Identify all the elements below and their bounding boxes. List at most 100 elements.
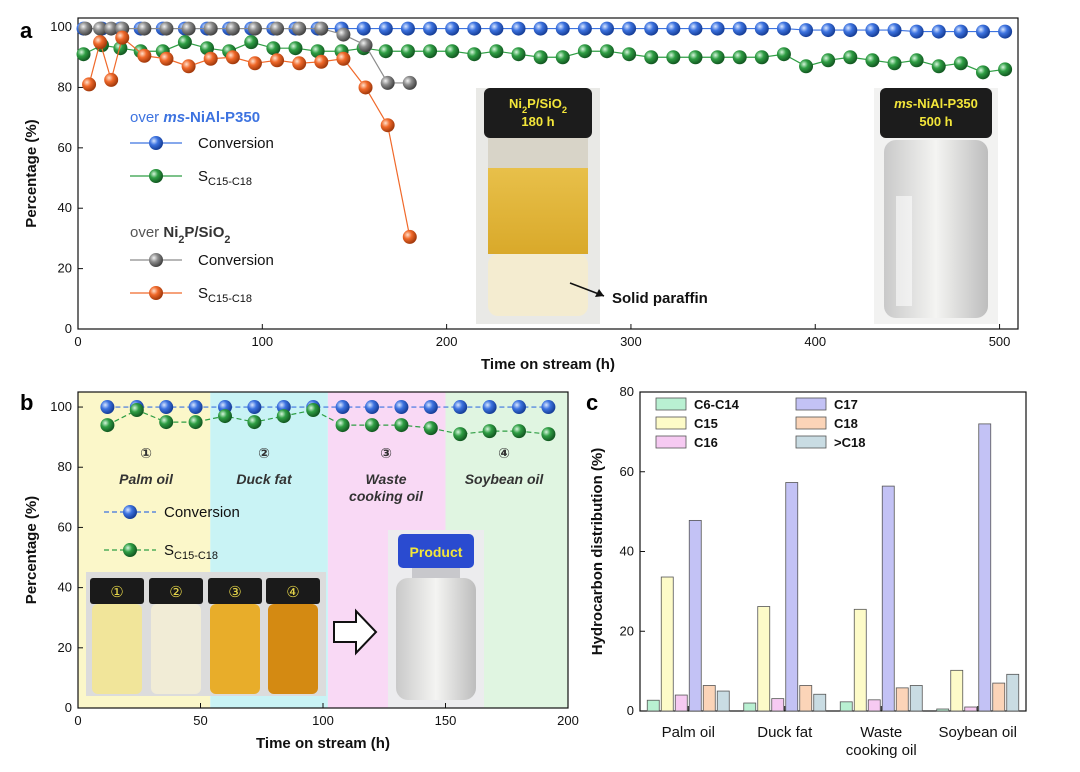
vial-photo-nial: ms-NiAl-P350 500 h [874, 88, 998, 324]
data-point [93, 35, 108, 50]
y-tick-label: 0 [65, 700, 72, 715]
vial-3: ③ [208, 578, 262, 694]
legend-b: Conversion SC15-C18 [104, 504, 240, 562]
data-point [181, 59, 196, 74]
arrowhead [595, 289, 604, 297]
legend-swatch [795, 397, 827, 411]
data-point [306, 403, 321, 418]
y-tick-label: 100 [50, 19, 72, 34]
data-point [467, 21, 482, 36]
y-tick-label: 20 [58, 640, 72, 655]
data-point [666, 21, 681, 36]
data-point [776, 47, 791, 62]
x-tick-label: 50 [193, 713, 207, 728]
legend-selectivity-1: SC15-C18 [198, 168, 252, 188]
data-point [541, 400, 556, 415]
data-point [402, 229, 417, 244]
data-point [533, 21, 548, 36]
legend-selectivity-2: SC15-C18 [198, 285, 252, 305]
legend-group2: over Ni2P/SiO2 [130, 224, 230, 246]
photo2-time: 500 h [919, 114, 952, 129]
y-tick-label: 60 [58, 519, 72, 534]
data-point [115, 30, 130, 45]
data-point [887, 56, 902, 71]
data-point [159, 51, 174, 66]
solid-paraffin-label: Solid paraffin [612, 290, 708, 307]
bar [674, 694, 688, 712]
data-point [511, 21, 526, 36]
product-bottle-photo: Product [388, 530, 484, 708]
data-point [394, 418, 409, 433]
x-tick-label: 150 [435, 713, 457, 728]
y-axis-label: Hydrocarbon distribution (%) [589, 448, 606, 656]
data-point [82, 77, 97, 92]
legend-label: C16 [694, 435, 718, 450]
region-2-name: Duck fat [236, 471, 293, 487]
y-tick-label: 40 [620, 544, 634, 559]
data-point [754, 50, 769, 65]
data-point [511, 47, 526, 62]
data-point [688, 50, 703, 65]
data-point [998, 62, 1013, 77]
y-tick-label: 20 [58, 261, 72, 276]
data-point [953, 56, 968, 71]
x-tick-label: 0 [74, 334, 81, 349]
legend-swatch [655, 397, 687, 411]
vial-1-number: ① [110, 584, 123, 601]
region-2-number: ② [258, 445, 270, 461]
bar [702, 685, 716, 712]
panel-label-c: c [586, 390, 598, 415]
data-point [445, 21, 460, 36]
legend-group1: over ms-NiAl-P350 [130, 109, 260, 126]
data-point [512, 424, 526, 439]
data-point [710, 50, 725, 65]
data-point [644, 50, 659, 65]
data-point [666, 50, 681, 65]
region-1-number: ① [140, 445, 152, 461]
data-point [247, 400, 262, 415]
data-point [247, 415, 262, 430]
bar [716, 690, 730, 712]
photo1-catalyst: Ni2P/SiO2 [509, 96, 567, 115]
legend-swatch [655, 435, 687, 449]
panel-label-a: a [20, 18, 33, 43]
data-point [467, 47, 482, 62]
data-point [400, 44, 415, 59]
bar [895, 687, 909, 712]
data-point [533, 50, 548, 65]
data-point [909, 24, 924, 39]
panel-a: a Ni2P/SiO2 180 h ms-NiAl-P350 500 h Sol… [20, 17, 1019, 373]
y-tick-label: 60 [58, 140, 72, 155]
category-label: Duck fat [757, 724, 813, 741]
bar [813, 693, 827, 712]
bar [839, 701, 853, 712]
oil-vials-photo: ① ② ③ ④ [86, 572, 326, 696]
vial-2-number: ② [169, 584, 182, 601]
legend-label: C15 [694, 416, 718, 431]
data-point [799, 59, 814, 74]
data-point [512, 400, 526, 415]
data-point [423, 400, 438, 415]
data-point [177, 35, 192, 50]
bar [992, 682, 1006, 712]
data-point [710, 21, 725, 36]
legend-selectivity-b: SC15-C18 [164, 542, 218, 562]
legend-swatch [795, 435, 827, 449]
product-label: Product [410, 544, 463, 560]
data-point [541, 427, 556, 442]
data-point [489, 44, 504, 59]
data-point [247, 56, 262, 71]
y-tick-label: 80 [58, 79, 72, 94]
legend-swatch [655, 416, 687, 430]
data-point [577, 21, 592, 36]
x-axis-label: Time on stream (h) [256, 735, 390, 752]
data-point [292, 21, 307, 36]
legend-conversion-2: Conversion [198, 252, 274, 269]
hollow-arrow-icon [333, 608, 378, 656]
data-point [998, 24, 1013, 39]
